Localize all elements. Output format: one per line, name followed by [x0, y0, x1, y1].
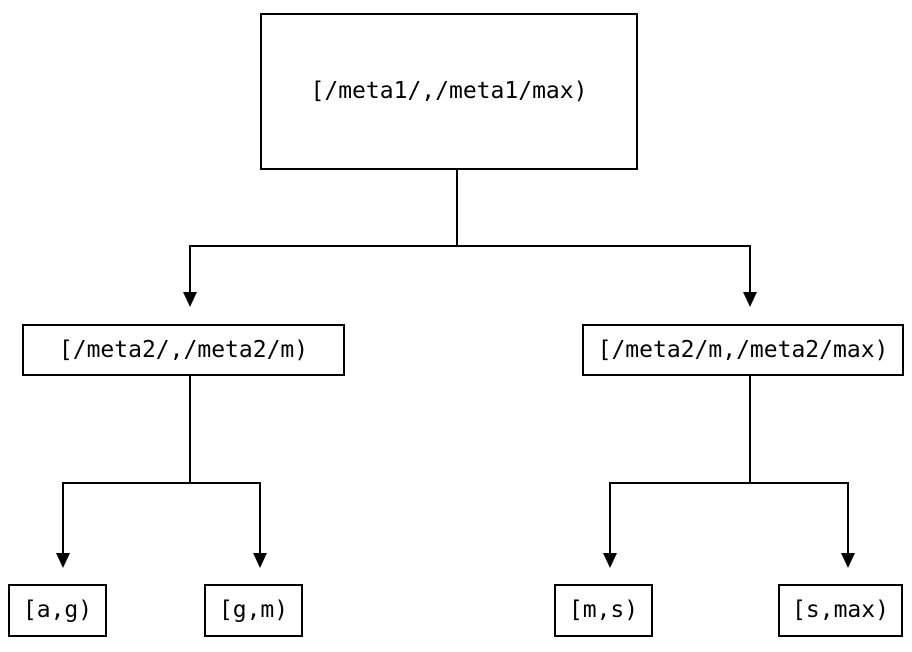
- connector-left-to-leaves: [56, 376, 267, 568]
- node-meta2-lower-range: [/meta2/,/meta2/m): [22, 324, 345, 376]
- arrowhead-down-icon: [743, 292, 757, 307]
- node-leaf-m-s: [m,s): [554, 584, 653, 637]
- arrowhead-down-icon: [56, 553, 70, 568]
- arrowhead-down-icon: [183, 292, 197, 307]
- arrowhead-down-icon: [603, 553, 617, 568]
- node-root-meta1-range: [/meta1/,/meta1/max): [260, 13, 638, 170]
- node-leaf-s-max: [s,max): [778, 584, 903, 637]
- node-meta2-upper-range: [/meta2/m,/meta2/max): [582, 324, 904, 376]
- node-leaf-g-m: [g,m): [204, 584, 303, 637]
- node-leaf-a-g: [a,g): [8, 584, 107, 637]
- arrowhead-down-icon: [253, 553, 267, 568]
- connector-root-to-level2: [183, 170, 757, 307]
- connector-right-to-leaves: [603, 376, 855, 568]
- arrowhead-down-icon: [841, 553, 855, 568]
